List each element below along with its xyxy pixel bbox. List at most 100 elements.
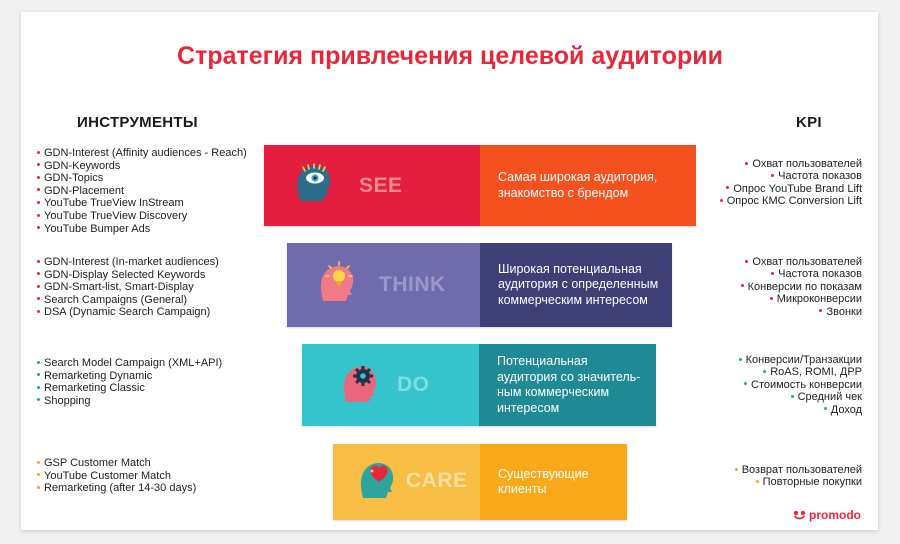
stage-band-see: SEE Самая широкая аудитория, знакомство … [264,145,696,226]
bullet-icon [790,394,794,398]
tool-text: GDN-Interest (Affinity audiences - Reach… [44,147,247,159]
tool-item: Remarketing Classic [37,382,257,395]
kpi-text: Конверсии/Транзакции [745,354,862,366]
stage-do-left: DO [302,344,479,426]
tool-text: Search Model Campaign (XML+API) [44,357,223,369]
tool-text: YouTube Bumper Ads [44,222,151,235]
bullet-icon [37,259,40,263]
kpi-item: Конверсии/Транзакции [642,354,862,366]
stage-care-left: CARE [333,444,480,520]
tool-text: DSA (Dynamic Search Campaign) [44,306,211,319]
tool-text: Shopping [44,394,91,407]
kpi-text: Опрос КМС Conversion Lift [726,195,862,208]
bullet-icon [738,357,742,361]
kpi-text: Звонки [826,305,862,318]
gear-head-icon [343,366,377,402]
tool-text: GSP Customer Match [44,457,151,469]
bullet-icon [745,259,749,263]
bullet-icon [37,175,40,179]
bullet-icon [763,370,767,373]
tool-item: GSP Customer Match [37,457,257,470]
stage-think-left: THINK [287,243,480,327]
stage-care-right: Существующие клиенты [480,444,627,520]
promodo-logo: promodo [793,508,861,522]
kpi-text: Стоимость конверсии [751,378,862,391]
bullet-icon [37,200,40,204]
tool-text: Search Campaigns (General) [44,293,188,306]
stage-see-left: SEE [264,145,480,226]
page-title: Стратегия привлечения целевой аудитории [177,42,723,70]
tool-item: Search Campaigns (General) [37,294,257,307]
bullet-icon [37,398,40,402]
brand-name: promodo [809,508,861,522]
tool-item: YouTube TrueView Discovery [37,210,257,223]
bullet-icon [37,385,40,389]
tool-item: GDN-Placement [37,185,257,198]
tools-list-see: GDN-Interest (Affinity audiences - Reach… [37,147,257,235]
tool-item: YouTube Customer Match [37,470,257,483]
tool-text: Remarketing (after 14-30 days) [44,482,197,495]
kpi-item: Возврат пользователей [642,464,862,476]
tool-text: YouTube Customer Match [44,469,171,482]
bullet-icon [37,360,40,364]
tool-text: GDN-Keywords [44,159,121,172]
kpi-header: KPI [796,114,822,131]
kpi-text: Конверсии по показам [747,280,862,293]
kpi-item: Микроконверсии [642,293,862,305]
bullet-icon [37,460,40,464]
bullet-icon [37,485,40,489]
stage-description-care: Существующие клиенты [498,466,589,497]
tool-text: YouTube TrueView InStream [44,197,184,210]
stage-label-do: DO [397,373,430,396]
kpi-text: Микроконверсии [776,293,862,306]
kpi-item: Охват пользователей [642,158,862,170]
kpi-item: Стоимость конверсии [642,379,862,391]
tool-item: GDN-Interest (In-market audiences) [37,256,257,269]
tools-list-do: Search Model Campaign (XML+API) Remarketi… [37,357,257,407]
tool-item: GDN-Topics [37,172,257,185]
stage-band-think: THINK Широкая потенциальная аудитория с … [287,243,672,327]
stage-description-see: Самая широкая аудитория, знакомство с бр… [498,170,658,200]
bullet-icon [823,407,827,411]
stage-description-think: Широкая потенциальная аудитория с опреде… [498,261,659,307]
bullet-icon [37,297,40,301]
tool-text: GDN-Placement [44,184,125,197]
tool-item: Remarketing (after 14-30 days) [37,482,257,495]
tool-item: YouTube TrueView InStream [37,197,257,210]
tool-text: GDN-Interest (In-market audiences) [44,256,219,268]
bullet-icon [769,296,773,300]
bullet-icon [37,163,40,167]
stage-see-right: Самая широкая аудитория, знакомство с бр… [480,145,696,226]
stage-think-right: Широкая потенциальная аудитория с опреде… [480,243,672,327]
bullet-icon [744,382,747,386]
kpi-text: Средний чек [797,391,862,404]
tool-item: YouTube Bumper Ads [37,223,257,236]
tool-item: DSA (Dynamic Search Campaign) [37,306,257,319]
stage-band-care: CARE Существующие клиенты [333,444,627,520]
lightbulb-head-icon [320,261,354,301]
kpi-text: Частота показов [778,268,862,281]
kpi-item: Частота показов [642,268,862,280]
heart-head-icon [360,463,394,498]
tool-item: Shopping [37,395,257,408]
bullet-icon [755,480,759,483]
kpi-item: Охват пользователей [642,256,862,268]
kpi-item: Опрос YouTube Brand Lift [642,183,862,195]
kpi-text: Возврат пользователей [741,464,862,476]
tool-text: GDN-Smart-list, Smart-Display [44,281,194,294]
bullet-icon [37,188,40,192]
tool-text: YouTube TrueView Discovery [44,209,188,222]
tool-text: GDN-Topics [44,172,104,185]
bullet-icon [734,467,738,471]
tool-item: Search Model Campaign (XML+API) [37,357,257,370]
bullet-icon [37,213,40,217]
kpi-text: Доход [830,403,862,416]
kpi-text: Опрос YouTube Brand Lift [733,182,862,195]
promodo-mark-icon [793,510,806,519]
tool-item: GDN-Interest (Affinity audiences - Reach… [37,147,257,160]
tool-item: GDN-Display Selected Keywords [37,269,257,282]
stage-label-see: SEE [359,174,403,197]
